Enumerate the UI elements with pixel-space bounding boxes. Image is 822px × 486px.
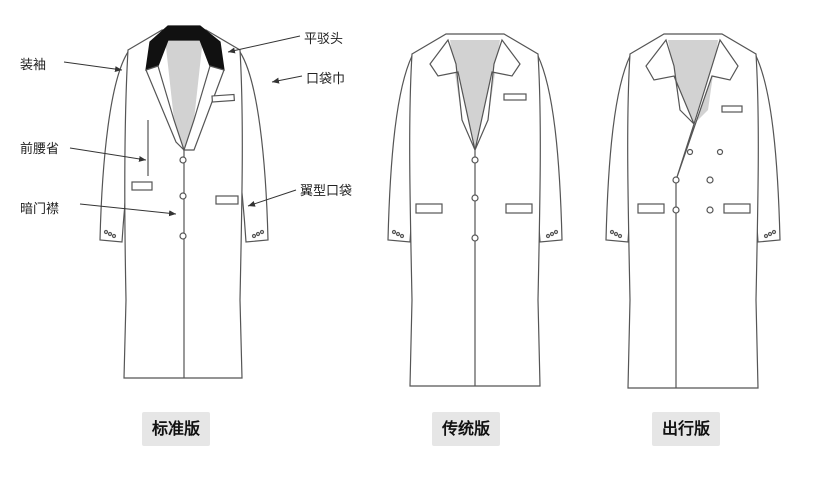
caption-double-breasted: 出行版 xyxy=(652,412,721,446)
caption-standard: 标准版 xyxy=(142,412,211,446)
lining xyxy=(450,40,500,150)
lining xyxy=(165,38,203,150)
left-lapel xyxy=(429,38,476,151)
callout-front-dart: 前腰省 xyxy=(20,142,60,157)
right-lapel xyxy=(183,65,225,151)
callout-flat-lapel: 平驳头 xyxy=(304,32,344,47)
right-lapel xyxy=(474,38,521,151)
left-lapel xyxy=(645,38,695,125)
body xyxy=(627,33,759,389)
callout-pocket-flap: 口袋巾 xyxy=(306,72,346,87)
left-lapel xyxy=(145,65,185,151)
callout-flap-pocket: 翼型口袋 xyxy=(300,184,353,199)
callout-set-in-sleeve: 装袖 xyxy=(20,58,47,73)
caption-traditional: 传统版 xyxy=(432,412,501,446)
body xyxy=(123,29,243,379)
right-lapel xyxy=(675,38,739,181)
coat-standard xyxy=(99,25,269,379)
coat-traditional xyxy=(387,33,563,387)
callout-arrows xyxy=(63,35,303,217)
coat-double-breasted xyxy=(605,33,781,389)
callout-hidden-placket: 暗门襟 xyxy=(20,202,60,217)
